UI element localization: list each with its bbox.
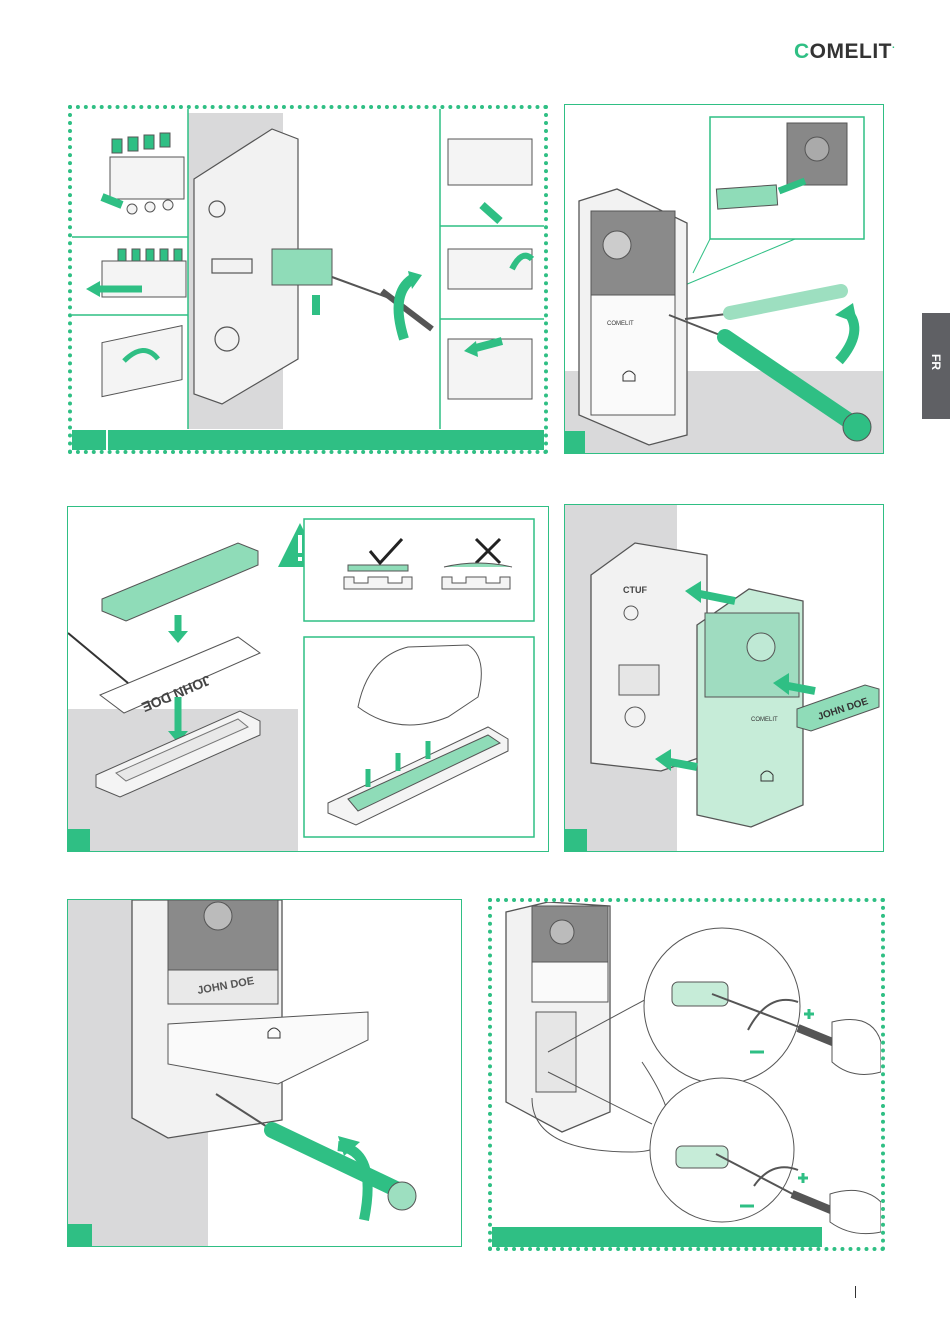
language-tab-label: FR [929,348,943,376]
nameplate-illustration: JOHN DOE [68,507,548,851]
step-number-box [565,829,587,851]
panel-open-front: COMELIT [564,104,884,454]
logo-rest: OMELIT [810,40,892,63]
panel-nameplate: JOHN DOE [67,506,549,852]
brand-logo: COMELIT. [794,40,895,64]
panel-wiring [68,105,548,454]
step-number-box [68,1224,92,1246]
panel-adjust-volume [488,898,885,1251]
step-number-box [68,829,90,851]
panel-secure-screw: JOHN DOE [67,899,462,1247]
fit-front-illustration: CTUF COMELIT JOHN DOE [565,505,883,851]
caption-bar [72,430,544,450]
language-tab[interactable]: FR [922,313,950,419]
caption-bar [492,1227,822,1247]
panel-fit-front: CTUF COMELIT JOHN DOE [564,504,884,852]
plus-icon [798,1173,808,1183]
wiring-illustration [72,109,544,450]
secure-screw-illustration: JOHN DOE [68,900,461,1246]
adjust-volume-illustration [492,902,881,1247]
page-number-mark [855,1286,856,1298]
logo-dot: . [892,40,895,51]
logo-initial: C [794,40,810,63]
step-number-box [565,431,585,453]
plus-icon [804,1009,814,1019]
caption-divider [106,430,108,450]
front-brand-text: COMELIT [751,717,778,723]
front-brand-text: COMELIT [607,321,634,327]
terminal-mark: CTUF [623,585,647,595]
open-front-illustration: COMELIT [565,105,883,453]
